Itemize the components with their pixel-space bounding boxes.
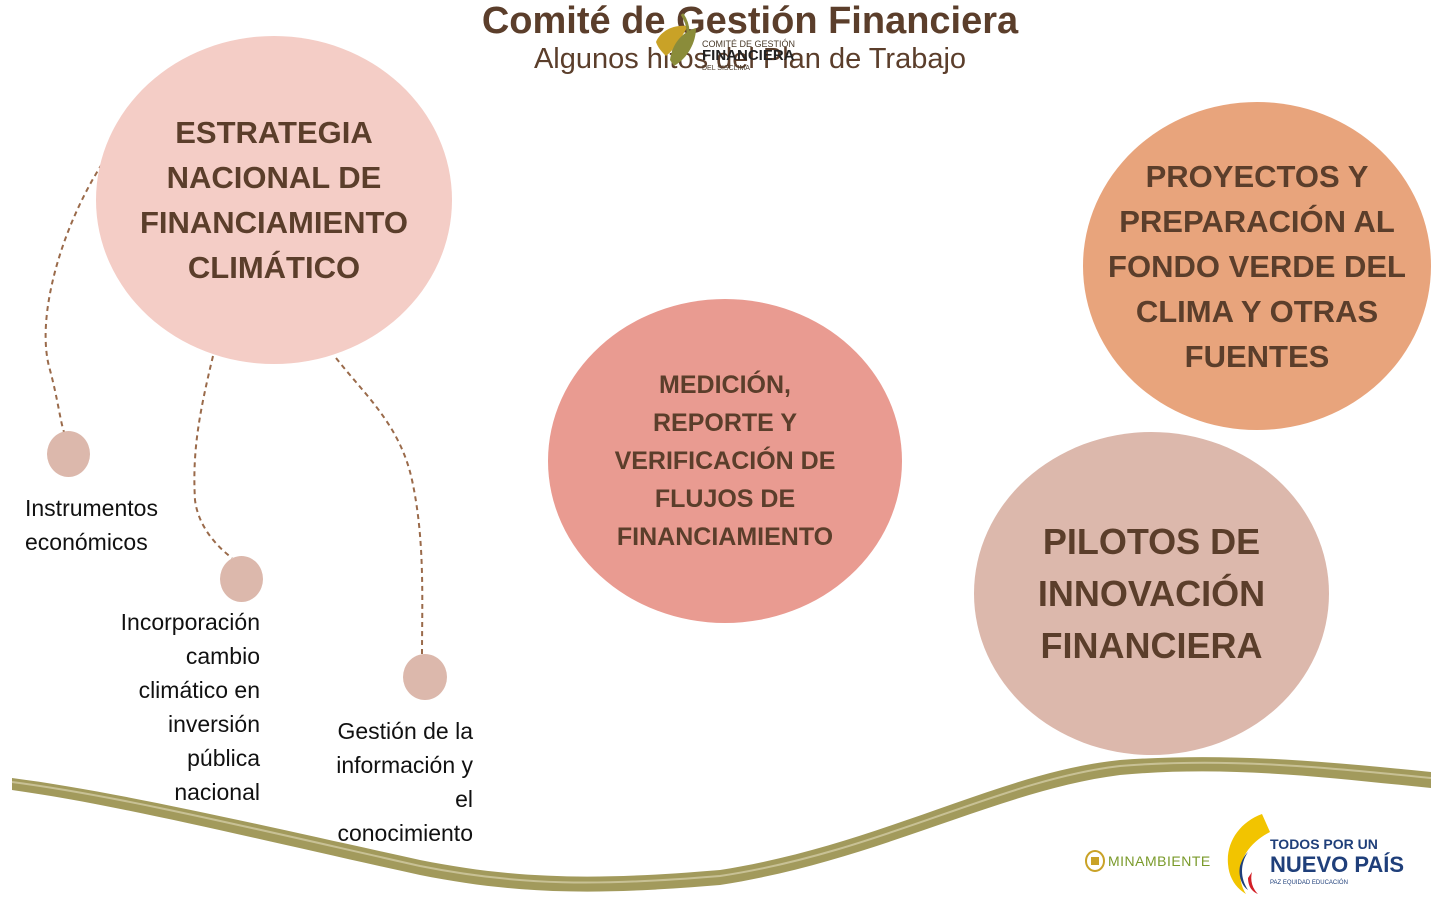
subnode-label-instrumentos: Instrumentos económicos: [25, 491, 158, 559]
text-line: Gestión de la: [337, 718, 473, 744]
subnode-dot-instrumentos: [47, 431, 90, 477]
connector-gestion: [335, 357, 424, 657]
slogan-line-3: PAZ EQUIDAD EDUCACIÓN: [1270, 880, 1348, 886]
text-line: Incorporación: [120, 609, 260, 635]
node-mrv-label: MEDICIÓN, REPORTE Y VERIFICACIÓN DE FLUJ…: [614, 371, 836, 551]
flag-swoosh-icon: [1227, 814, 1270, 894]
text-line: económicos: [25, 529, 148, 555]
connector-incorporacion: [193, 355, 233, 559]
text-line: Instrumentos: [25, 495, 158, 521]
subnode-dot-gestion: [403, 654, 447, 700]
node-pilotos: PILOTOS DE INNOVACIÓN FINANCIERA: [974, 432, 1329, 755]
text-line: climático en: [138, 677, 260, 703]
node-pilotos-label: PILOTOS DE INNOVACIÓN FINANCIERA: [1037, 520, 1266, 666]
text-line: el: [455, 786, 473, 812]
subnode-label-incorporacion: Incorporación cambio climático en invers…: [60, 605, 260, 809]
committee-logo: COMITÉ DE GESTIÓN FINANCIERA DEL SISCLIM…: [652, 12, 802, 74]
minambiente-logo: MINAMBIENTE: [1084, 844, 1211, 878]
page-subtitle: Algunos hitos del Plan de Trabajo: [533, 43, 967, 75]
logo-line-2: FINANCIERA: [702, 47, 795, 64]
node-proyectos-label: PROYECTOS Y PREPARACIÓN AL FONDO VERDE D…: [1108, 158, 1406, 374]
ribbon-highlight: [11, 761, 1431, 884]
nuevo-pais-logo: TODOS POR UN NUEVO PAÍS PAZ EQUIDAD EDUC…: [1222, 812, 1404, 896]
connector-instrumentos: [44, 163, 103, 433]
subnode-label-gestion: Gestión de la información y el conocimie…: [273, 714, 473, 850]
ribbon-wave: [12, 757, 1431, 892]
text-line: inversión: [167, 711, 260, 737]
text-line: información y: [336, 752, 473, 778]
node-estrategia: ESTRATEGIA NACIONAL DE FINANCIAMIENTO CL…: [96, 36, 452, 364]
leaf-logo-icon: [656, 13, 696, 66]
node-mrv: MEDICIÓN, REPORTE Y VERIFICACIÓN DE FLUJ…: [548, 299, 902, 623]
text-line: nacional: [174, 779, 260, 805]
node-proyectos: PROYECTOS Y PREPARACIÓN AL FONDO VERDE D…: [1083, 102, 1431, 430]
text-line: conocimiento: [337, 820, 473, 846]
subnode-dot-incorporacion: [220, 556, 263, 602]
colombia-shield-icon: [1085, 850, 1105, 872]
text-line: cambio: [185, 643, 260, 669]
slogan-line-2: NUEVO PAÍS: [1270, 852, 1405, 877]
slogan-line-1: TODOS POR UN: [1270, 836, 1378, 852]
minambiente-text: MINAMBIENTE: [1108, 853, 1211, 869]
node-estrategia-label: ESTRATEGIA NACIONAL DE FINANCIAMIENTO CL…: [139, 115, 409, 285]
text-line: pública: [187, 745, 260, 771]
page-title: Comité de Gestión Financiera: [481, 0, 1019, 42]
logo-line-3: DEL SISCLIMA: [702, 65, 750, 72]
logo-line-1: COMITÉ DE GESTIÓN: [702, 39, 796, 49]
